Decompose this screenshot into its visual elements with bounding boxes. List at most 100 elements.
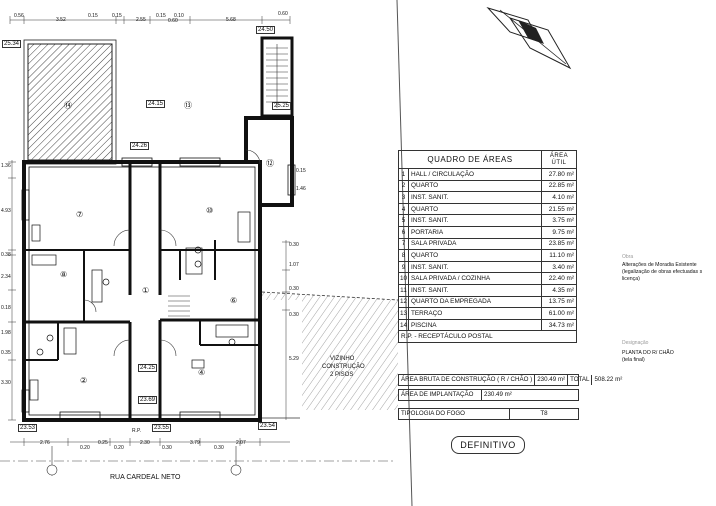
area-row-name: QUARTO xyxy=(408,202,542,216)
room-number-12: ⑫ xyxy=(266,159,274,168)
dimension: 0.15 xyxy=(296,168,306,174)
area-table-title: QUADRO DE ÁREAS xyxy=(398,150,542,169)
area-row-value: 4.35 m² xyxy=(541,283,577,297)
designation-caption: Designação xyxy=(622,340,649,346)
level-mark: 24.26 xyxy=(130,142,150,150)
dimension: 0.15 xyxy=(88,13,98,19)
gross-area-label: ÁREA BRUTA DE CONSTRUÇÃO ( R / CHÃO ) xyxy=(399,375,536,385)
area-row-name: QUARTO xyxy=(408,249,542,262)
dimension: 2.55 xyxy=(136,17,146,23)
area-row-number: 7 xyxy=(398,237,409,251)
area-row-number: 1 xyxy=(398,168,409,181)
dimension: 0.30 xyxy=(162,445,172,451)
neighbor-label-3: 2 PISOS xyxy=(330,372,354,378)
area-row-value: 21.55 m² xyxy=(541,202,577,216)
area-row-name: INST. SANIT. xyxy=(408,214,542,227)
dimension: 0.30 xyxy=(289,242,299,248)
area-row-name: TERRAÇO xyxy=(408,307,542,320)
room-number-2: ② xyxy=(80,376,88,385)
level-mark: 23.53 xyxy=(18,424,38,432)
dimension: 3.30 xyxy=(1,380,11,386)
area-row-number: 9 xyxy=(398,260,409,274)
stair-tower xyxy=(260,36,294,118)
area-row-name: INST. SANIT. xyxy=(408,260,542,274)
rp-note: R.P. - RECEPTÁCULO POSTAL xyxy=(398,330,577,343)
dimension: 0.35 xyxy=(1,350,11,356)
dimension: 0.56 xyxy=(14,13,24,19)
footprint-label: ÁREA DE IMPLANTAÇÃO xyxy=(399,390,482,400)
area-row-value: 3.75 m² xyxy=(541,214,577,227)
total-label: TOTAL xyxy=(568,375,593,385)
dimension: 2.30 xyxy=(140,440,150,446)
designation-text-2: (tela final) xyxy=(622,357,645,363)
definitivo-stamp: DEFINITIVO xyxy=(451,436,525,454)
rp-label: R.P. xyxy=(132,428,142,434)
area-row-number: 13 xyxy=(398,307,409,320)
typology-value: T8 xyxy=(540,410,548,417)
area-row-value: 61.00 m² xyxy=(541,307,577,320)
room-number-7: ⑦ xyxy=(76,210,84,219)
dimension: 0.30 xyxy=(214,445,224,451)
neighbor-label-2: CONSTRUÇÃO xyxy=(322,364,365,370)
area-row-number: 8 xyxy=(398,249,409,262)
level-mark: 25.25 xyxy=(272,102,292,110)
dimension: 0.30 xyxy=(289,286,299,292)
dimension: 5.68 xyxy=(226,17,236,23)
footprint-value: 230.49 m² xyxy=(484,391,512,398)
street-name: RUA CARDEAL NETO xyxy=(110,474,181,481)
room-number-4: ④ xyxy=(198,368,206,377)
room-number-13: ⑬ xyxy=(184,101,192,110)
dimension: 0.20 xyxy=(114,445,124,451)
pool-area xyxy=(27,43,113,161)
dimension: 2.07 xyxy=(236,440,246,446)
area-row-number: 12 xyxy=(398,295,409,309)
area-row-number: 4 xyxy=(398,202,409,216)
area-row-value: 22.85 m² xyxy=(541,179,577,193)
area-row-value: 23.85 m² xyxy=(541,237,577,251)
dimension: 0.15 xyxy=(156,13,166,19)
dimension: 5.29 xyxy=(289,356,299,362)
area-row-value: 22.40 m² xyxy=(541,272,577,285)
room-number-10: ⑩ xyxy=(206,206,214,215)
level-mark: 23.55 xyxy=(152,424,172,432)
level-mark: 24.15 xyxy=(146,100,166,108)
designation-text-1: PLANTA DO R/ CHÃO xyxy=(622,350,674,356)
typology-label: TIPOLOGIA DO FOGO xyxy=(399,409,510,419)
neighbor-label-1: VIZINHO xyxy=(330,356,355,362)
room-number-14: ⑭ xyxy=(64,101,72,110)
area-row-name: INST. SANIT. xyxy=(408,191,542,204)
house-outer-wall xyxy=(22,160,262,422)
obra-text-2: (legalização de obras efectuadas s xyxy=(622,269,703,275)
area-row-number: 10 xyxy=(398,272,409,285)
dimension: 0.10 xyxy=(174,13,184,19)
footprint-row: ÁREA DE IMPLANTAÇÃO 230.49 m² xyxy=(398,389,579,401)
dimension: 0.60 xyxy=(168,18,178,24)
dimension: 4.93 xyxy=(1,208,11,214)
typology-row: TIPOLOGIA DO FOGO T8 xyxy=(398,408,579,420)
dimension: 0.18 xyxy=(1,305,11,311)
dimension: 2.34 xyxy=(1,274,11,280)
rp-note-row: R.P. - RECEPTÁCULO POSTAL xyxy=(398,330,577,343)
dimension: 0.38 xyxy=(1,252,11,258)
obra-text-1: Alterações de Moradia Existente xyxy=(622,262,697,268)
area-row-name: QUARTO DA EMPREGADA xyxy=(408,295,542,309)
area-row-value: 4.10 m² xyxy=(541,191,577,204)
area-row-number: 14 xyxy=(398,318,409,332)
level-mark: 23.69 xyxy=(138,396,158,404)
area-row-number: 5 xyxy=(398,214,409,227)
area-row-name: PORTARIA xyxy=(408,225,542,239)
area-row-name: PISCINA xyxy=(408,318,542,332)
